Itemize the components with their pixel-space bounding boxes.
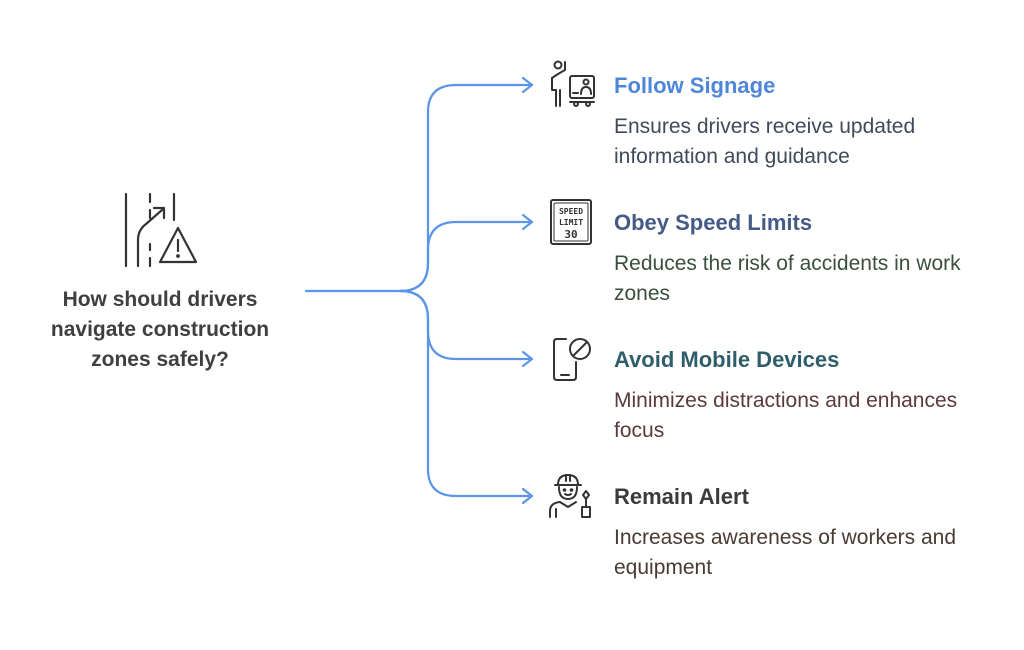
branch-description: Increases awareness of workers and equip… <box>614 526 956 579</box>
arrowhead-avoid-mobile-devices <box>521 350 534 368</box>
root-question: How should drivers navigate construction… <box>50 288 270 371</box>
branch-title: Follow Signage <box>614 73 776 98</box>
flagger-signage-icon <box>546 60 596 110</box>
branch-description: Reduces the risk of accidents in work zo… <box>614 252 961 305</box>
branch-title: Remain Alert <box>614 484 749 509</box>
arrowhead-obey-speed-limits <box>521 213 534 231</box>
branch-description: Ensures drivers receive updated informat… <box>614 115 916 168</box>
connector-follow-signage <box>398 83 534 293</box>
branch-title: Avoid Mobile Devices <box>614 347 840 372</box>
branch-description: Minimizes distractions and enhances focu… <box>614 389 958 442</box>
road-merge-warning-icon <box>118 188 202 270</box>
connector-obey-speed-limits <box>398 220 534 293</box>
sign-line-speed: SPEED <box>559 207 583 216</box>
no-phone-icon <box>546 334 596 384</box>
branch-title: Obey Speed Limits <box>614 210 813 235</box>
speed-limit-sign-icon: SPEED LIMIT 30 <box>546 197 596 247</box>
sign-line-number: 30 <box>564 228 577 241</box>
construction-worker-icon <box>546 471 596 521</box>
connector-avoid-mobile-devices <box>398 289 534 361</box>
sign-line-limit: LIMIT <box>559 218 583 227</box>
connector-remain-alert <box>398 289 534 498</box>
arrowhead-follow-signage <box>521 76 534 94</box>
arrowhead-remain-alert <box>521 487 534 505</box>
